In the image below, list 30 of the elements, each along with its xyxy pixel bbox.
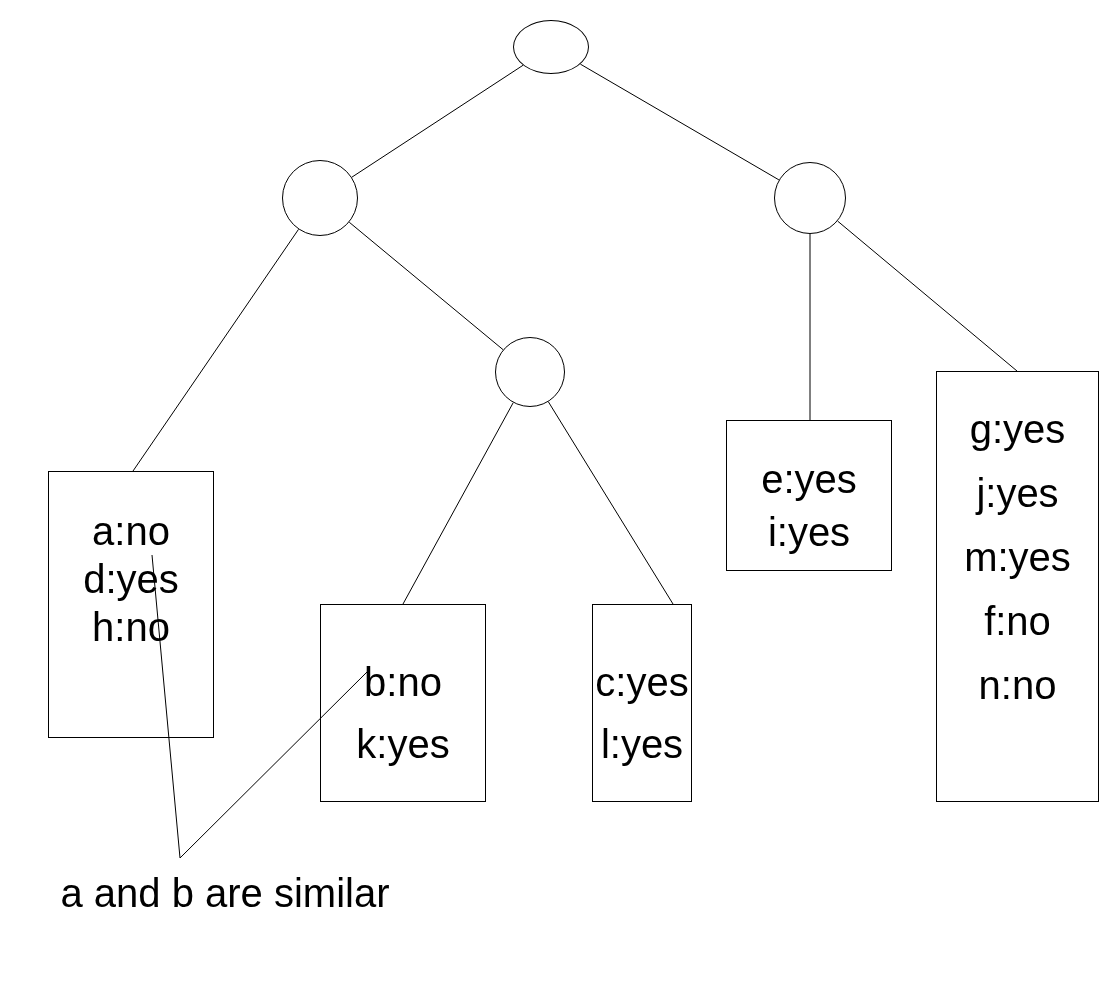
leaf-box: [592, 604, 692, 802]
class-label: c:yes: [594, 659, 690, 706]
tree-branch-line: [579, 63, 780, 181]
tree-branch-line: [402, 402, 514, 605]
leader-line: [151, 554, 181, 859]
tree-branch-line: [837, 220, 1018, 372]
class-label: j:yes: [974, 470, 1060, 517]
class-label: b:no: [363, 659, 443, 706]
tree-branch-line: [809, 233, 811, 421]
class-label: a:no: [91, 508, 171, 555]
leaf-box: [48, 471, 214, 738]
class-label: i:yes: [766, 509, 852, 556]
note-text: a and b are similar: [59, 870, 391, 917]
class-label: l:yes: [599, 721, 685, 768]
leaf-box: [726, 420, 892, 571]
class-label: f:no: [983, 598, 1052, 645]
class-label: e:yes: [760, 456, 858, 503]
class-label: d:yes: [82, 556, 180, 603]
tree-branch-line: [132, 228, 300, 472]
class-label: n:no: [977, 662, 1058, 709]
leader-line: [179, 671, 368, 859]
leaf-box: [320, 604, 486, 802]
class-label: h:no: [91, 604, 171, 651]
class-label: m:yes: [963, 534, 1072, 581]
class-label: k:yes: [355, 721, 451, 768]
tree-branch-line: [348, 221, 504, 351]
tree-branch-line: [547, 401, 674, 605]
class-label: g:yes: [968, 406, 1067, 453]
tree-branch-line: [351, 64, 524, 178]
leaf-box: [936, 371, 1099, 802]
